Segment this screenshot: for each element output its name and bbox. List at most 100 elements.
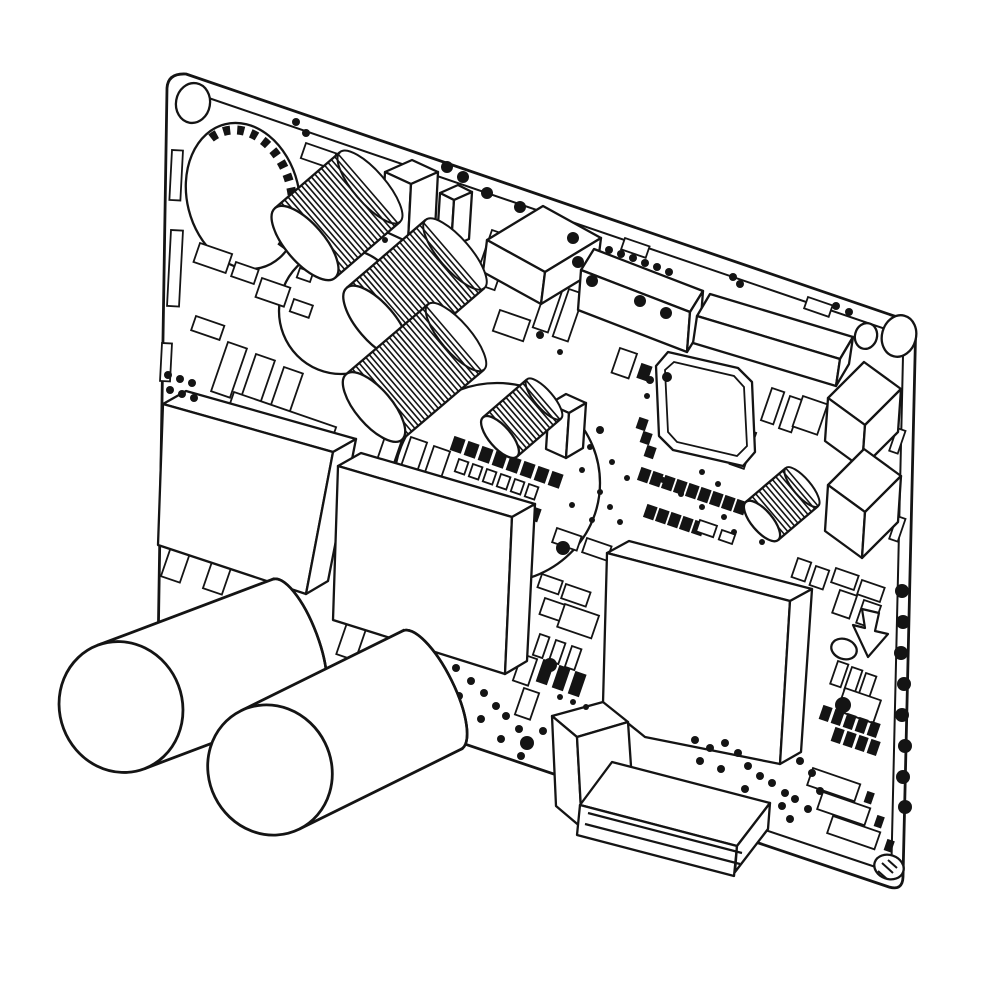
via-dot xyxy=(188,379,196,387)
via-dot xyxy=(699,504,705,510)
coil-winding-line xyxy=(768,481,802,521)
coil-winding-line xyxy=(419,224,480,294)
coil-winding-line xyxy=(412,316,470,384)
via-dot xyxy=(717,765,725,773)
via-dot xyxy=(641,259,649,267)
via-dot xyxy=(832,302,840,310)
coil-winding-line xyxy=(381,342,440,410)
smd-component xyxy=(491,308,532,343)
coil-winding-line xyxy=(361,359,419,427)
via-dot xyxy=(515,725,523,733)
screw-hole-hatch xyxy=(877,859,898,880)
smd-component xyxy=(551,287,586,343)
smd-component xyxy=(189,314,226,342)
coil-winding-line xyxy=(502,399,538,441)
coil-winding-line xyxy=(771,478,806,519)
edge-connector-front xyxy=(575,803,739,878)
coil-winding-line xyxy=(395,331,453,398)
via-dot xyxy=(480,689,488,697)
coil-winding-line xyxy=(388,336,446,404)
via-dot xyxy=(634,295,646,307)
coil-end-cap xyxy=(341,371,407,443)
coil-winding-line xyxy=(785,467,819,507)
coil-end-cap xyxy=(742,499,782,543)
coil-top-edge xyxy=(482,378,528,419)
coil-winding-line xyxy=(408,319,466,387)
smd-component xyxy=(619,236,651,259)
coil-winding-line xyxy=(294,190,356,262)
smd-pad xyxy=(636,362,653,382)
mount-hole xyxy=(174,81,212,125)
via-dot xyxy=(166,386,174,394)
smd-component xyxy=(610,346,639,380)
smd-component xyxy=(192,241,234,275)
via-dot xyxy=(539,727,547,735)
coil-winding-line xyxy=(525,379,561,421)
via-dot xyxy=(587,444,593,450)
via-dot xyxy=(178,390,186,398)
via-dot xyxy=(660,477,666,483)
coil-winding-line xyxy=(327,161,389,233)
via-dot xyxy=(502,712,510,720)
module-3-side xyxy=(778,587,814,766)
via-dot xyxy=(895,708,909,722)
smd-pad xyxy=(666,511,682,529)
coil-bottom-edge xyxy=(777,505,819,541)
coil-winding-line xyxy=(385,339,443,407)
via-dot xyxy=(176,375,184,383)
via-dot xyxy=(796,757,804,765)
via-dot xyxy=(741,785,749,793)
smd-component xyxy=(254,276,292,308)
coil-winding-line xyxy=(765,484,799,524)
coil-winding-line xyxy=(495,405,531,446)
via-dot xyxy=(665,268,673,276)
via-dot xyxy=(589,517,595,523)
via-dot xyxy=(898,739,912,753)
via-dot xyxy=(629,254,637,262)
coil-winding-line xyxy=(310,176,372,248)
via-dot xyxy=(662,372,672,382)
via-dot xyxy=(517,752,525,760)
smd-pad xyxy=(551,664,571,692)
via-dot xyxy=(477,715,485,723)
smd-pad xyxy=(708,490,724,508)
via-dot xyxy=(778,802,786,810)
via-dot xyxy=(586,275,598,287)
via-dot xyxy=(302,129,310,137)
smd-pad xyxy=(866,738,881,757)
coil-winding-line xyxy=(758,490,792,530)
smd-component xyxy=(717,528,737,546)
smd-component xyxy=(790,556,813,583)
coil-winding-line xyxy=(522,382,558,423)
coil-winding-line xyxy=(392,334,450,401)
smd-component xyxy=(168,149,184,202)
via-dot xyxy=(721,514,727,520)
cap-end-cap xyxy=(206,703,334,837)
smd-pad xyxy=(519,460,536,479)
smd-component xyxy=(829,566,860,592)
via-dot xyxy=(816,787,824,795)
inductor-coil xyxy=(479,377,564,460)
cap-bottom-edge xyxy=(298,747,464,831)
coil-bottom-edge xyxy=(334,220,401,279)
smd-pad xyxy=(678,515,694,533)
coil-winding-line xyxy=(775,476,809,516)
smd-component xyxy=(209,340,249,399)
coil-bottom-edge xyxy=(401,368,485,441)
smd-pad xyxy=(477,445,494,464)
smd-component xyxy=(802,295,834,318)
relay-3-side xyxy=(834,335,855,388)
smd-pad xyxy=(463,440,480,459)
via-dot xyxy=(190,394,198,402)
smd-pad xyxy=(639,430,653,446)
smd-pad xyxy=(449,435,466,454)
coil-winding-line xyxy=(492,408,528,449)
smd-component xyxy=(759,386,786,426)
coil-winding-line xyxy=(371,351,429,418)
cap-far-arc xyxy=(402,628,469,751)
coil-winding-line xyxy=(405,322,463,390)
via-dot xyxy=(896,615,910,629)
smd-component xyxy=(808,564,831,591)
coil-winding-line xyxy=(320,167,382,239)
smd-pad xyxy=(636,466,652,484)
